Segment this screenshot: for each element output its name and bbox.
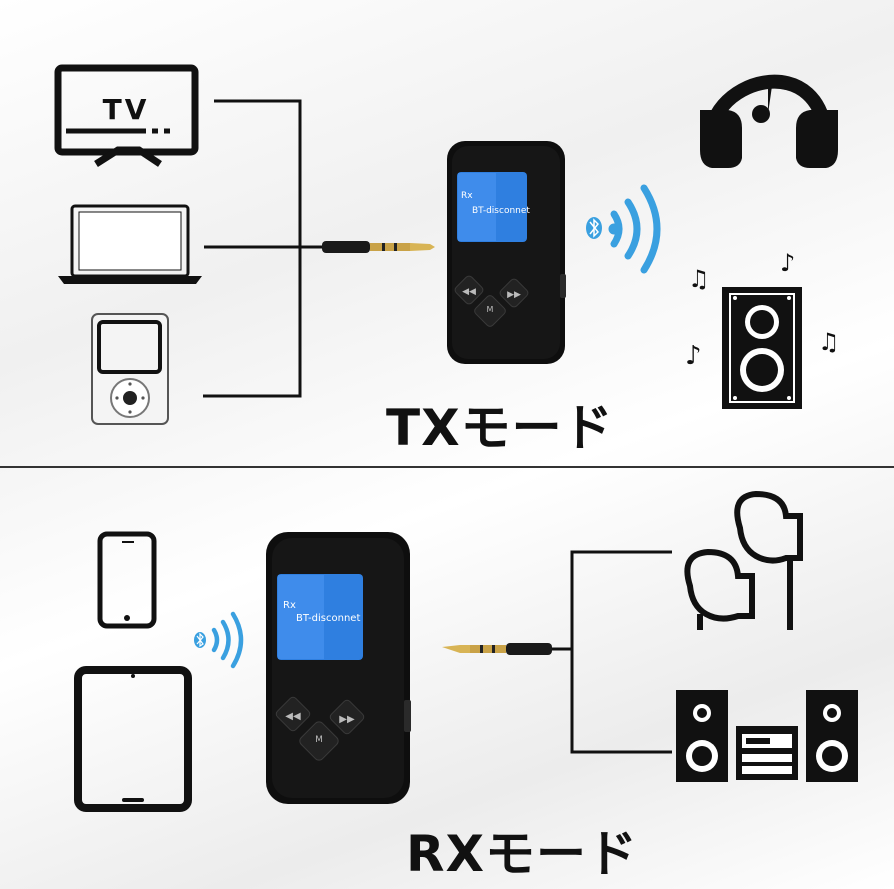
- rx-mode-title: RXモード: [406, 825, 639, 883]
- forward-button[interactable]: ▶▶: [329, 699, 366, 736]
- tablet-icon: [74, 666, 192, 812]
- bluetooth-transmitter-device[interactable]: Rx BT-disconnet ◀◀ ▶▶ M: [447, 141, 566, 364]
- speaker-icon: [722, 287, 802, 409]
- section-divider: [0, 466, 894, 468]
- audio-jack-cable[interactable]: [442, 643, 552, 655]
- lcd-line-2: BT-disconnet: [296, 613, 360, 624]
- music-note-icon: ♫ ♪ ♪ ♫: [685, 249, 840, 371]
- headphones-icon: [700, 74, 838, 168]
- tv-label: TV: [103, 93, 150, 126]
- rx-mode-panel: Rx BT-disconnet ◀◀ ▶▶ M: [0, 468, 894, 889]
- bluetooth-icon: [586, 217, 602, 239]
- tx-diagram-graphics: TV: [54, 64, 840, 425]
- tx-mode-title: TXモード: [386, 399, 614, 457]
- music-player-icon: [91, 313, 169, 425]
- audio-jack-cable[interactable]: [322, 241, 435, 253]
- svg-text:♪: ♪: [685, 341, 702, 371]
- rewind-button[interactable]: ◀◀: [453, 274, 484, 305]
- rewind-icon: ◀◀: [285, 711, 301, 722]
- tv-icon: TV: [54, 64, 199, 167]
- tx-connection-lines: [203, 99, 325, 398]
- rewind-button[interactable]: ◀◀: [275, 696, 312, 733]
- rx-diagram-graphics: Rx BT-disconnet ◀◀ ▶▶ M: [74, 490, 858, 812]
- forward-button[interactable]: ▶▶: [498, 277, 529, 308]
- tx-mode-panel: TV: [54, 64, 840, 457]
- mode-button-label: M: [487, 305, 494, 314]
- rx-connection-lines: [552, 550, 672, 754]
- earphones-icon: [684, 490, 803, 630]
- forward-icon: ▶▶: [339, 714, 355, 725]
- signal-waves-icon: [211, 611, 244, 669]
- lcd-line-2: BT-disconnet: [472, 206, 530, 216]
- smartphone-icon: [97, 531, 157, 629]
- lcd-line-1: Rx: [461, 191, 473, 201]
- device-lcd-screen: Rx BT-disconnet: [277, 574, 363, 660]
- mode-button-label: M: [315, 735, 323, 745]
- signal-waves-icon: [608, 184, 661, 274]
- rewind-icon: ◀◀: [462, 287, 476, 297]
- stereo-system-icon: [676, 690, 858, 782]
- svg-text:♫: ♫: [818, 328, 840, 356]
- laptop-icon: [58, 204, 202, 284]
- forward-icon: ▶▶: [507, 290, 521, 300]
- svg-text:♪: ♪: [780, 249, 795, 277]
- svg-text:♫: ♫: [688, 265, 710, 293]
- bluetooth-receiver-device[interactable]: Rx BT-disconnet ◀◀ ▶▶ M: [266, 532, 411, 804]
- device-lcd-screen: Rx BT-disconnet: [457, 172, 530, 242]
- mode-power-button[interactable]: M: [298, 720, 340, 762]
- bluetooth-icon: [194, 632, 206, 648]
- lcd-line-1: Rx: [283, 600, 296, 611]
- mode-power-button[interactable]: M: [473, 294, 507, 328]
